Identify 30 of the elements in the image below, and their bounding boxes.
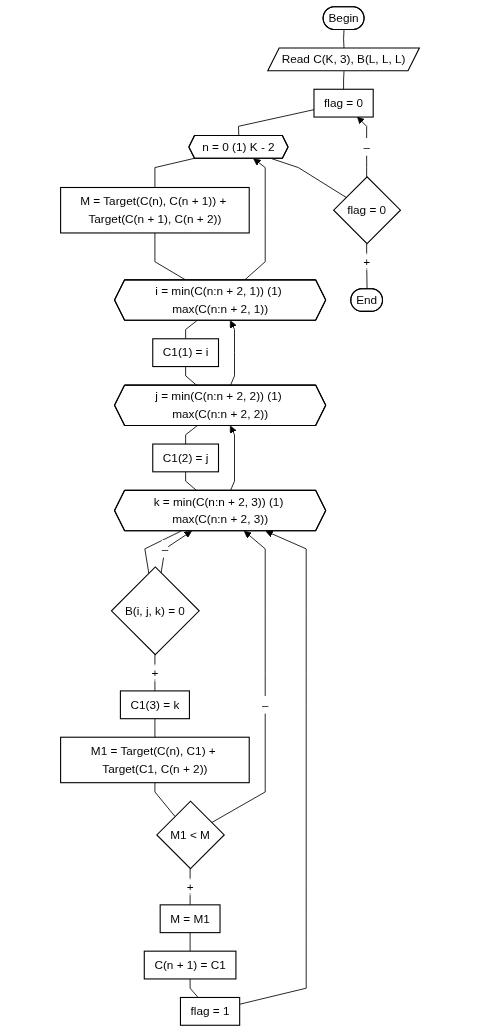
connector xyxy=(154,157,196,188)
node-box: C1(1) = i xyxy=(152,338,220,368)
node-diamond: B(i, j, k) = 0 xyxy=(110,566,200,656)
node-box: flag = 1 xyxy=(179,996,241,1026)
connector xyxy=(343,29,345,49)
connector xyxy=(271,158,347,198)
connector xyxy=(185,366,198,386)
connector xyxy=(343,70,345,90)
node-box: M1 = Target(C(n), C1) + Target(C1, C(n + 2)) xyxy=(60,736,250,784)
connector xyxy=(185,320,198,340)
node-box: C1(3) = k xyxy=(119,690,190,720)
connector xyxy=(189,978,199,998)
edge-label: + xyxy=(363,254,371,269)
connector xyxy=(189,932,191,952)
node-box: M = Target(C(n), C(n + 1)) + Target(C(n + 1), C(n + 2)) xyxy=(60,186,250,234)
edge-label: – xyxy=(161,541,169,556)
connector xyxy=(154,782,176,817)
edge-label: – xyxy=(363,139,370,154)
connector xyxy=(185,425,198,445)
node-diamond: flag = 0 xyxy=(332,176,402,245)
node-box: flag = 0 xyxy=(313,88,374,118)
node-box: C(n + 1) = C1 xyxy=(143,950,237,980)
edge-label: + xyxy=(186,879,194,894)
edge-label: – xyxy=(261,697,269,712)
node-box: M = M1 xyxy=(159,904,221,934)
connector xyxy=(185,471,198,492)
connector xyxy=(154,718,156,738)
node-diamond: M1 < M xyxy=(156,800,225,870)
node-box: C1(2) = j xyxy=(152,443,220,473)
edge-label: + xyxy=(151,665,159,680)
